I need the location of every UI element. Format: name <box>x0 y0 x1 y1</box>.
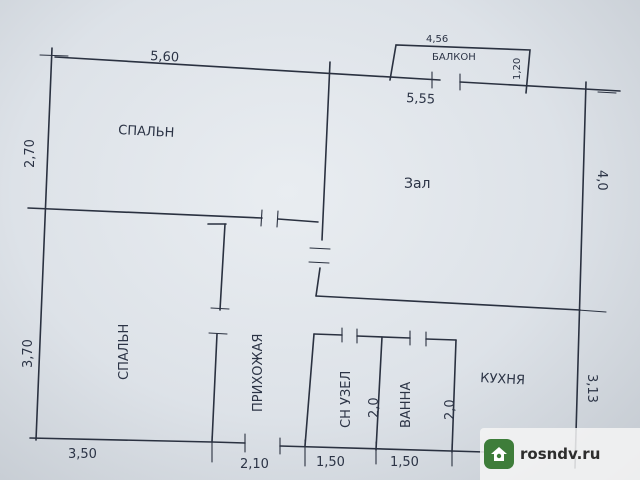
house-glyph <box>491 447 507 461</box>
wall-corridor <box>219 223 226 311</box>
door-mark-1a <box>260 209 263 227</box>
wall-hall-left-top <box>321 61 331 241</box>
dim-left-bottom: 3,70 <box>21 339 36 368</box>
dim-bottom-bath: 1,50 <box>390 455 419 470</box>
wall-corridor-lower <box>211 333 218 443</box>
house-icon <box>484 439 514 469</box>
door-mark-1b <box>276 210 279 228</box>
watermark: rosndv.ru <box>484 434 634 474</box>
wall-top-right <box>459 81 621 92</box>
wall-wet-top-2 <box>356 335 411 339</box>
wall-top-left <box>54 56 441 81</box>
label-bedroom-top: СПАЛЬН <box>118 123 175 141</box>
label-bathroom: СН УЗЕЛ <box>339 371 354 428</box>
dim-top-left: 5,60 <box>150 49 180 65</box>
dim-top-right: 5,55 <box>406 91 436 107</box>
dim-left-top: 2,70 <box>23 139 38 168</box>
dim-balcony-width: 4,56 <box>426 34 448 45</box>
door-mark-2a <box>309 247 331 250</box>
label-corridor: ПРИХОЖАЯ <box>251 334 266 412</box>
wall-wet-top-3 <box>425 338 457 341</box>
label-bath: ВАННА <box>399 382 414 428</box>
wall-wet-left <box>304 333 315 447</box>
label-hall: Зал <box>404 176 431 192</box>
tick-top-left <box>39 54 69 57</box>
wall-wc-bath <box>375 336 383 451</box>
wall-hall-bottom <box>315 295 581 311</box>
dim-right-bottom: 3,13 <box>584 374 599 403</box>
tick-right-mid <box>577 309 607 313</box>
dim-right-top: 4,0 <box>594 170 609 191</box>
watermark-text: rosndv.ru <box>520 445 601 463</box>
door-mark-3b <box>208 332 228 335</box>
label-balcony: БАЛКОН <box>432 52 476 63</box>
tick-right-top <box>597 91 617 94</box>
dim-wc-depth: 2,0 <box>367 397 382 418</box>
wall-right <box>574 81 587 469</box>
wall-bottom-corridor <box>211 441 246 444</box>
door-mark-3a <box>210 307 230 310</box>
wall-bedrooms-divider <box>27 207 263 219</box>
wall-bath-kitchen <box>451 339 457 453</box>
wall-bottom-left <box>29 437 213 443</box>
wall-hall-left-bottom <box>315 267 321 297</box>
wall-bottom-right <box>279 445 486 453</box>
label-kitchen: КУХНЯ <box>480 371 526 388</box>
wall-bedroom-hall-door <box>277 218 319 223</box>
wall-left <box>35 47 53 441</box>
dim-bath-depth: 2,0 <box>443 399 458 420</box>
door-mark-2b <box>308 261 330 264</box>
dim-bottom-wc: 1,50 <box>316 455 345 470</box>
dim-balcony-depth: 1,20 <box>512 58 523 80</box>
label-bedroom-bottom: СПАЛЬН <box>117 324 132 380</box>
dim-bottom-left: 3,50 <box>68 447 97 462</box>
dim-bottom-corridor: 2,10 <box>240 457 269 472</box>
wall-wet-top-1 <box>313 333 343 336</box>
balcony-outline <box>389 44 531 94</box>
